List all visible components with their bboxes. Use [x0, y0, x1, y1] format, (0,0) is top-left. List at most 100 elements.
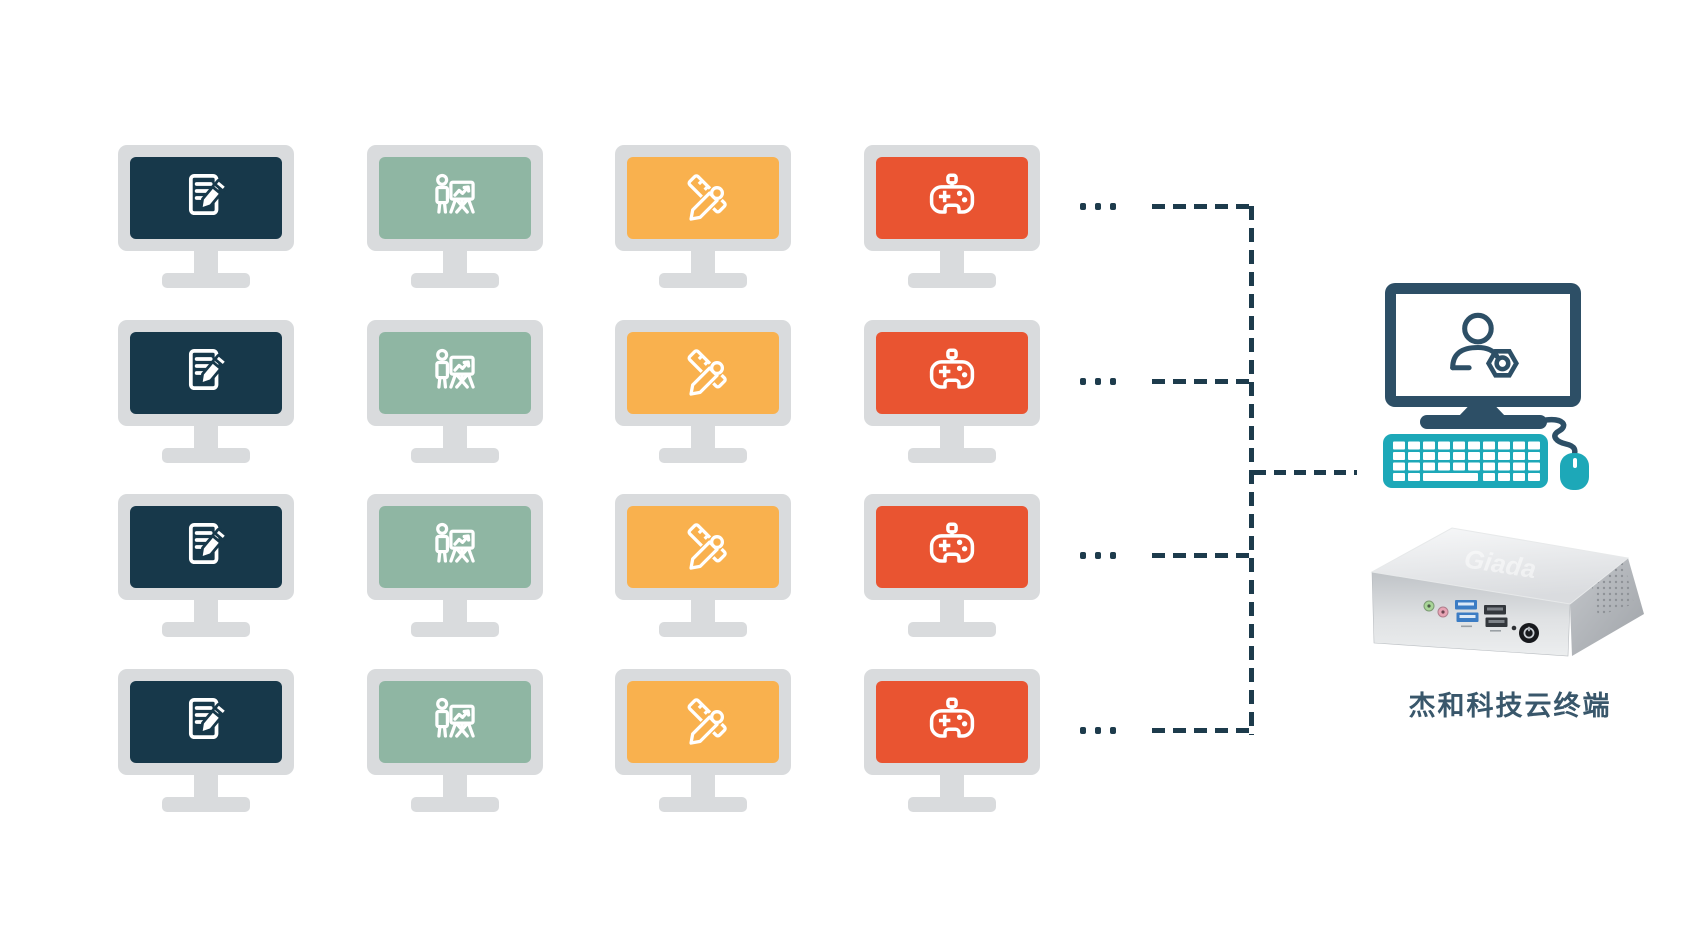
- monitor-bezel: [118, 494, 294, 600]
- monitor-bezel: [615, 320, 791, 426]
- monitor-bezel: [864, 145, 1040, 251]
- monitor-screen: [379, 157, 531, 239]
- monitor-screen: [130, 157, 282, 239]
- presentation-chart-icon: [427, 694, 483, 750]
- client-monitor-design-tools: [615, 669, 791, 819]
- monitor-stand-neck: [940, 422, 964, 450]
- gamepad-icon: [924, 694, 980, 750]
- connector-row-line: [1152, 727, 1253, 733]
- monitor-bezel: [864, 494, 1040, 600]
- admin-monitor: [1385, 283, 1581, 407]
- monitor-screen: [876, 332, 1028, 414]
- monitor-screen: [627, 681, 779, 763]
- monitor-stand-neck: [443, 596, 467, 624]
- monitor-bezel: [118, 669, 294, 775]
- ruler-pencil-icon: [675, 694, 731, 750]
- client-monitor-presentation-training: [367, 320, 543, 470]
- monitor-stand-neck: [194, 596, 218, 624]
- document-edit-icon: [178, 519, 234, 575]
- monitor-stand-base: [908, 448, 996, 463]
- client-monitor-office-documents: [118, 494, 294, 644]
- monitor-stand-base: [162, 622, 250, 637]
- mouse-cable: [1543, 416, 1578, 459]
- admin-monitor-stand-base: [1420, 415, 1547, 429]
- client-monitor-design-tools: [615, 494, 791, 644]
- monitor-screen: [876, 506, 1028, 588]
- monitor-bezel: [615, 669, 791, 775]
- ellipsis-dots: [1080, 552, 1116, 559]
- ellipsis-dot: [1080, 727, 1086, 734]
- device-front-ports: [1423, 600, 1539, 643]
- monitor-screen: [627, 332, 779, 414]
- monitor-stand-neck: [443, 422, 467, 450]
- connector-vertical-line: [1249, 206, 1254, 735]
- monitor-stand-base: [411, 797, 499, 812]
- ruler-pencil-icon: [675, 345, 731, 401]
- client-monitor-gaming: [864, 494, 1040, 644]
- ellipsis-dot: [1095, 203, 1101, 210]
- ellipsis-dot: [1110, 727, 1116, 734]
- mouse-icon: [1560, 453, 1589, 490]
- client-monitor-design-tools: [615, 320, 791, 470]
- client-monitor-office-documents: [118, 145, 294, 295]
- ruler-pencil-icon: [675, 519, 731, 575]
- user-settings-icon: [1450, 312, 1519, 378]
- monitor-stand-neck: [194, 422, 218, 450]
- client-monitor-gaming: [864, 669, 1040, 819]
- ellipsis-dot: [1095, 552, 1101, 559]
- ellipsis-dot: [1080, 378, 1086, 385]
- ellipsis-dot: [1095, 378, 1101, 385]
- monitor-stand-base: [908, 622, 996, 637]
- monitor-stand-base: [162, 448, 250, 463]
- ellipsis-dot: [1110, 552, 1116, 559]
- gamepad-icon: [924, 345, 980, 401]
- ellipsis-dots: [1080, 727, 1116, 734]
- client-monitor-office-documents: [118, 669, 294, 819]
- monitor-stand-neck: [691, 596, 715, 624]
- monitor-screen: [379, 681, 531, 763]
- monitor-screen: [130, 681, 282, 763]
- monitor-stand-base: [411, 273, 499, 288]
- monitor-screen: [876, 681, 1028, 763]
- monitor-stand-base: [659, 797, 747, 812]
- monitor-bezel: [367, 145, 543, 251]
- monitor-stand-neck: [691, 771, 715, 799]
- monitor-stand-neck: [443, 247, 467, 275]
- monitor-stand-neck: [194, 771, 218, 799]
- monitor-bezel: [615, 145, 791, 251]
- monitor-screen: [379, 506, 531, 588]
- ellipsis-dot: [1110, 378, 1116, 385]
- client-monitor-presentation-training: [367, 145, 543, 295]
- monitor-screen: [627, 157, 779, 239]
- monitor-bezel: [367, 494, 543, 600]
- client-monitor-presentation-training: [367, 494, 543, 644]
- monitor-bezel: [118, 145, 294, 251]
- client-monitor-gaming: [864, 145, 1040, 295]
- monitor-screen: [130, 332, 282, 414]
- monitor-stand-base: [659, 448, 747, 463]
- presentation-chart-icon: [427, 170, 483, 226]
- monitor-bezel: [864, 320, 1040, 426]
- monitor-stand-base: [659, 273, 747, 288]
- monitor-stand-base: [411, 622, 499, 637]
- monitor-stand-neck: [691, 422, 715, 450]
- monitor-stand-neck: [940, 771, 964, 799]
- monitor-screen: [627, 506, 779, 588]
- monitor-stand-base: [908, 797, 996, 812]
- gamepad-icon: [924, 519, 980, 575]
- monitor-stand-neck: [940, 596, 964, 624]
- presentation-chart-icon: [427, 519, 483, 575]
- ellipsis-dot: [1095, 727, 1101, 734]
- monitor-stand-neck: [443, 771, 467, 799]
- document-edit-icon: [178, 694, 234, 750]
- monitor-screen: [876, 157, 1028, 239]
- admin-monitor-stand-neck: [1458, 405, 1506, 417]
- monitor-screen: [379, 332, 531, 414]
- monitor-stand-base: [411, 448, 499, 463]
- monitor-bezel: [367, 320, 543, 426]
- monitor-stand-neck: [691, 247, 715, 275]
- document-edit-icon: [178, 345, 234, 401]
- client-monitor-design-tools: [615, 145, 791, 295]
- ellipsis-dot: [1080, 203, 1086, 210]
